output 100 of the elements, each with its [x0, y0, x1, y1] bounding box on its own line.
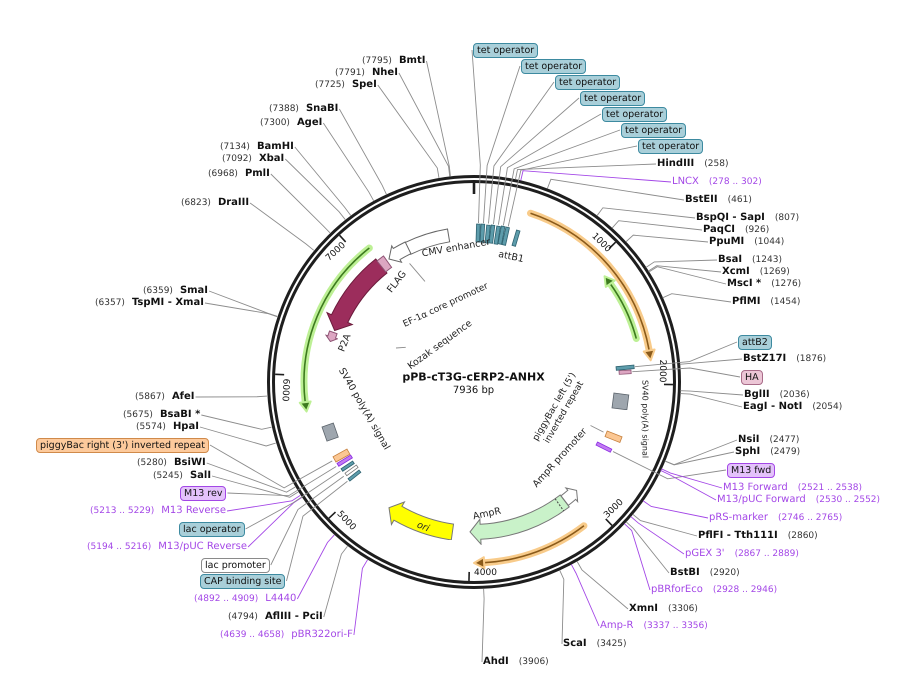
cut-site-position: (7092) — [222, 154, 252, 165]
scale-number: 4000 — [474, 568, 497, 578]
cut-site-position: (3425) — [596, 639, 627, 650]
leader-line — [353, 559, 368, 636]
enzyme-name: PflMI — [732, 296, 760, 307]
cut-site-position: (7134) — [220, 142, 250, 153]
feature-tag: HA — [741, 370, 763, 384]
leader-line — [250, 202, 314, 251]
leader-line — [208, 290, 278, 317]
leader-line — [664, 440, 738, 466]
cut-site-position: (1044) — [754, 237, 784, 248]
leader-line — [508, 146, 638, 227]
enzyme-name: TspMI - XmaI — [132, 297, 204, 308]
cut-site-position: (7300) — [260, 118, 290, 129]
leader-line — [645, 260, 718, 268]
primer-range: (5194 .. 5216) — [87, 542, 152, 553]
cut-site-position: (5245) — [153, 471, 183, 482]
leader-line — [338, 108, 387, 195]
leader-line — [625, 234, 708, 242]
cut-site-position: (2479) — [770, 447, 800, 458]
cut-site-position: (7725) — [315, 80, 345, 91]
cut-site-position: (807) — [774, 213, 800, 224]
enzyme-name: BmtI — [398, 55, 426, 66]
leader-line — [398, 72, 450, 177]
leader-line — [212, 476, 299, 498]
cut-site-position: (5675) — [123, 410, 153, 421]
feature-label: ori — [415, 520, 431, 534]
cut-site-position: (2860) — [788, 531, 818, 542]
feature-tag: tet operator — [555, 74, 620, 90]
primer-range: (2746 .. 2765) — [778, 513, 842, 524]
enzyme-name: DraIII — [218, 197, 250, 208]
leader-line — [648, 265, 722, 272]
enzyme-name: ScaI — [563, 638, 587, 649]
leader-line — [634, 342, 738, 368]
leader-line — [660, 468, 722, 488]
enzyme-name: EagI - NotI — [743, 401, 802, 412]
cut-site-position: (6968) — [208, 169, 238, 180]
leader-line — [612, 451, 726, 480]
leader-line — [270, 174, 330, 234]
enzyme-name: BstBI — [670, 567, 700, 578]
enzyme-name: BsiWI — [174, 457, 206, 468]
leader-line — [664, 452, 734, 466]
leader-line — [294, 146, 352, 216]
leader-line — [426, 60, 451, 177]
leader-line — [296, 534, 335, 600]
cut-site-position: (2036) — [780, 390, 810, 401]
leader-line — [409, 262, 426, 282]
enzyme-name: AhdI — [483, 656, 509, 667]
enzyme-name: AflIII - PciI — [264, 611, 323, 622]
cut-site-position: (3306) — [668, 604, 698, 615]
leader-line — [472, 50, 481, 224]
enzyme-name: HpaI — [172, 421, 199, 432]
enzyme-name: MscI * — [727, 278, 762, 289]
cut-site-position: (7791) — [335, 68, 365, 79]
cut-site-position: (6823) — [181, 198, 211, 209]
enzyme-name: PpuMI — [709, 236, 744, 247]
enzyme-name: NsiI — [738, 434, 760, 445]
leader-line — [632, 368, 740, 378]
leader-line — [624, 523, 650, 590]
leader-line — [396, 346, 406, 348]
primer-name: pBRforEco — [651, 584, 703, 595]
leader-line — [648, 266, 726, 284]
cut-site-position: (461) — [728, 195, 752, 206]
cut-site-position: (926) — [745, 225, 770, 236]
cut-site-position: (258) — [704, 159, 728, 170]
enzyme-name: PaqCI — [703, 224, 736, 235]
leader-line — [498, 114, 602, 226]
feature-label: CMV enhancer — [421, 236, 491, 260]
primer-range: (2928 .. 2946) — [712, 585, 778, 596]
cut-site-position: (7795) — [362, 56, 392, 67]
cut-site-position: (6357) — [95, 298, 125, 309]
primer-name: Amp-R — [600, 620, 634, 631]
cut-site-position: (7388) — [269, 104, 299, 115]
primer-range: (2521 .. 2538) — [798, 483, 862, 494]
leader-line — [482, 588, 485, 662]
feature-tag: M13 fwd — [727, 462, 776, 478]
leader-line — [270, 476, 344, 566]
feature-tag: lac promoter — [201, 558, 270, 572]
leader-line — [596, 207, 696, 218]
primer-range: (2530 .. 2552) — [816, 495, 880, 506]
feature-tag: tet operator — [621, 122, 686, 138]
feature-label: AmpR — [472, 506, 502, 522]
plasmid-size: 7936 bp — [452, 385, 494, 397]
enzyme-name: PmlI — [244, 168, 270, 179]
feature-tag: M13 rev — [180, 486, 226, 500]
leader-line — [206, 462, 296, 493]
enzyme-name: BamHI — [256, 141, 294, 152]
enzyme-name: BstZ17I — [743, 353, 786, 364]
primer-name: M13/pUC Reverse — [158, 541, 248, 552]
leader-line — [488, 82, 554, 224]
primer-name: M13 Reverse — [161, 505, 226, 516]
feature-tag: tet operator — [602, 106, 668, 122]
cut-site-position: (5280) — [137, 458, 167, 469]
enzyme-name: SnaBI — [306, 103, 338, 114]
feature-tag: attB2 — [738, 334, 772, 350]
leader-line — [227, 466, 337, 496]
primer-name: M13/pUC Forward — [717, 494, 806, 505]
leader-line — [590, 425, 604, 433]
scale-number: 2000 — [656, 358, 668, 382]
leader-line — [662, 293, 732, 302]
